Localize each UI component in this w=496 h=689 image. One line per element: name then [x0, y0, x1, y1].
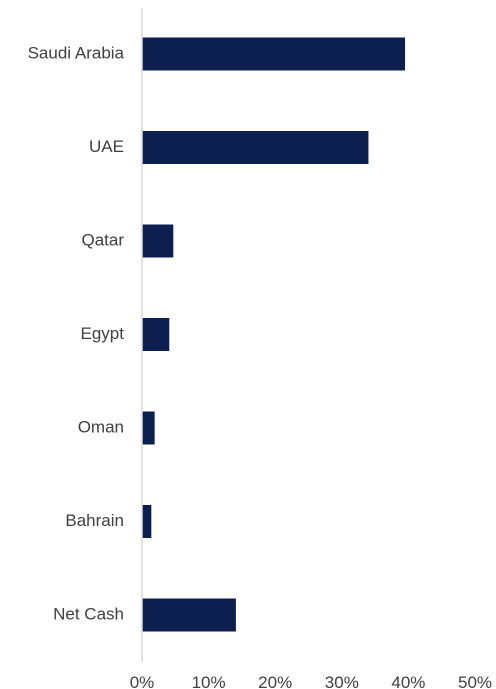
- bar-bahrain: [142, 505, 152, 538]
- bars-group: [142, 37, 406, 632]
- x-tick-label-30: 30%: [325, 673, 359, 689]
- bar-qatar: [142, 224, 174, 258]
- bar-egypt: [142, 318, 170, 351]
- x-tick-label-0: 0%: [130, 673, 155, 689]
- category-label-oman: Oman: [78, 417, 124, 436]
- bar-net-cash: [142, 598, 236, 632]
- x-tick-label-40: 40%: [391, 673, 425, 689]
- bar-uae: [142, 131, 369, 164]
- category-label-uae: UAE: [89, 137, 124, 156]
- category-label-qatar: Qatar: [81, 230, 124, 249]
- x-tick-label-20: 20%: [258, 673, 292, 689]
- x-tick-label-50: 50%: [458, 673, 492, 689]
- category-label-bahrain: Bahrain: [65, 511, 124, 530]
- category-label-net-cash: Net Cash: [53, 604, 124, 623]
- bar-saudi-arabia: [142, 37, 406, 71]
- x-tick-labels: 0% 10% 20% 30% 40% 50%: [130, 673, 492, 689]
- category-label-saudi-arabia: Saudi Arabia: [28, 43, 125, 62]
- bar-oman: [142, 411, 155, 445]
- x-tick-label-10: 10%: [192, 673, 226, 689]
- category-label-egypt: Egypt: [81, 324, 125, 343]
